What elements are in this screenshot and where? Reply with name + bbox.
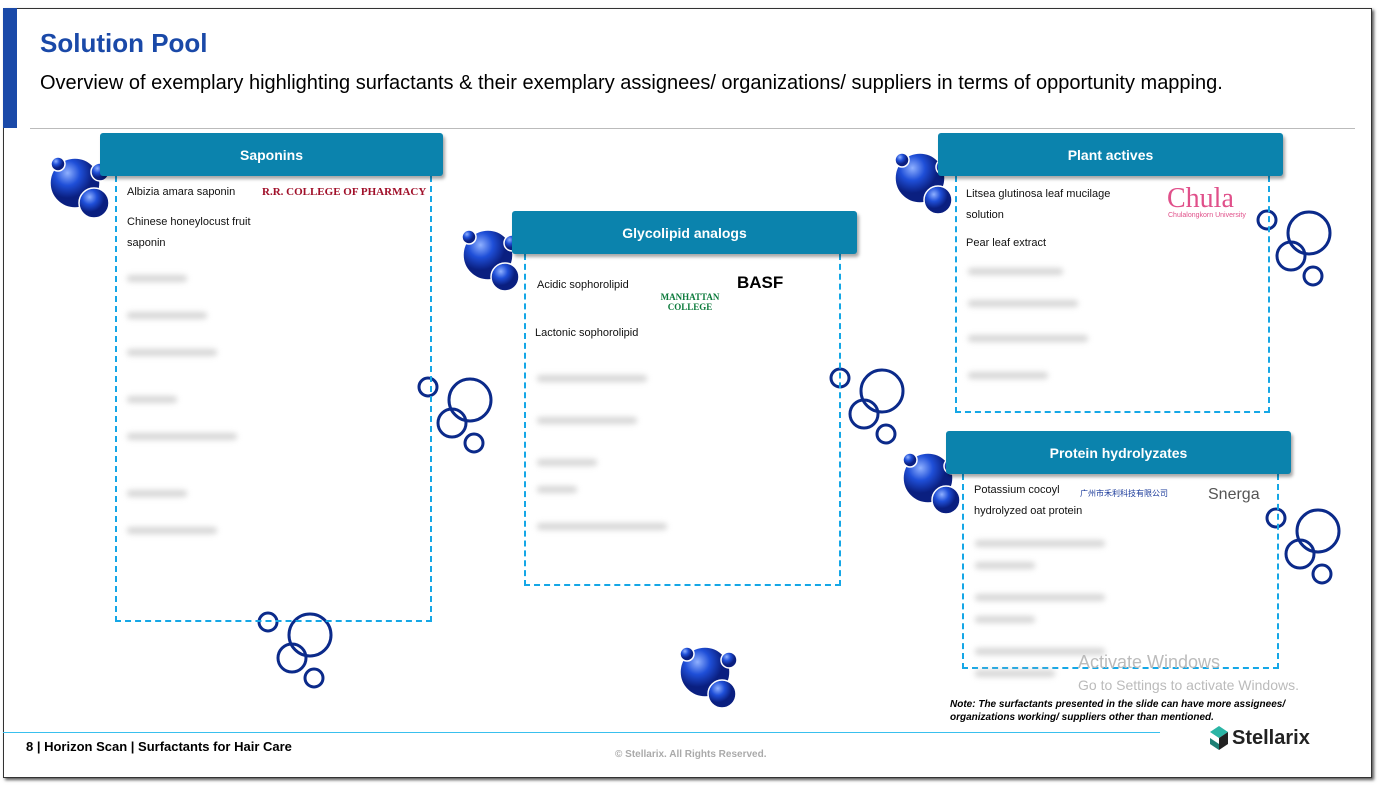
title-accent-bar: [3, 8, 17, 128]
list-item: Litsea glutinosa leaf mucilage solution: [966, 188, 1111, 221]
divider: [30, 128, 1355, 129]
list-item: Albizia amara saponin: [127, 186, 236, 198]
rr-college-logo: R.R. COLLEGE OF PHARMACY: [262, 186, 427, 198]
plant-actives-header: Plant actives: [938, 133, 1283, 176]
manhattan-college-logo: MANHATTAN COLLEGE: [660, 292, 720, 312]
list-item: Chinese honeylocust fruit saponin: [127, 216, 251, 249]
list-item: Potassium cocoyl hydrolyzed oat protein: [974, 484, 1083, 517]
blurred-items: [537, 375, 667, 530]
saponins-box: [115, 176, 432, 622]
snerga-logo: Snerga: [1208, 486, 1260, 503]
list-item: Acidic sophorolipid: [537, 279, 629, 291]
page-title: Solution Pool: [40, 28, 208, 58]
list-item: Lactonic sophorolipid: [535, 327, 639, 339]
plant-actives-box: [955, 176, 1270, 413]
activation-watermark-title: Activate Windows: [1078, 652, 1221, 672]
stellarix-mark-icon: [1210, 726, 1228, 750]
glycolipid-box: [524, 254, 841, 586]
list-item: Pear leaf extract: [966, 237, 1047, 249]
copyright: © Stellarix. All Rights Reserved.: [615, 749, 767, 760]
chula-logo: Chula: [1167, 183, 1234, 214]
footer-page-label: 8 | Horizon Scan | Surfactants for Hair …: [26, 739, 292, 754]
basf-logo: BASF: [737, 273, 784, 292]
page-subtitle: Overview of exemplary highlighting surfa…: [40, 72, 1223, 94]
blurred-items: [975, 540, 1105, 677]
footer-divider: [3, 732, 1160, 733]
stellarix-wordmark: Stellarix: [1232, 726, 1310, 749]
heli-logo: 广州市禾利科技有限公司: [1080, 489, 1168, 498]
activation-watermark-text: Go to Settings to activate Windows.: [1078, 677, 1299, 693]
blurred-items: [127, 265, 417, 534]
protein-header: Protein hydrolyzates: [946, 431, 1291, 474]
saponins-header: Saponins: [100, 133, 443, 176]
footnote: Note: The surfactants presented in the s…: [950, 699, 1286, 723]
blurred-items: [968, 268, 1088, 379]
chula-logo-sub: Chulalongkorn University: [1168, 212, 1246, 219]
stellarix-logo: Stellarix: [1210, 726, 1310, 750]
glycolipid-header: Glycolipid analogs: [512, 211, 857, 254]
protein-box: [962, 474, 1279, 669]
